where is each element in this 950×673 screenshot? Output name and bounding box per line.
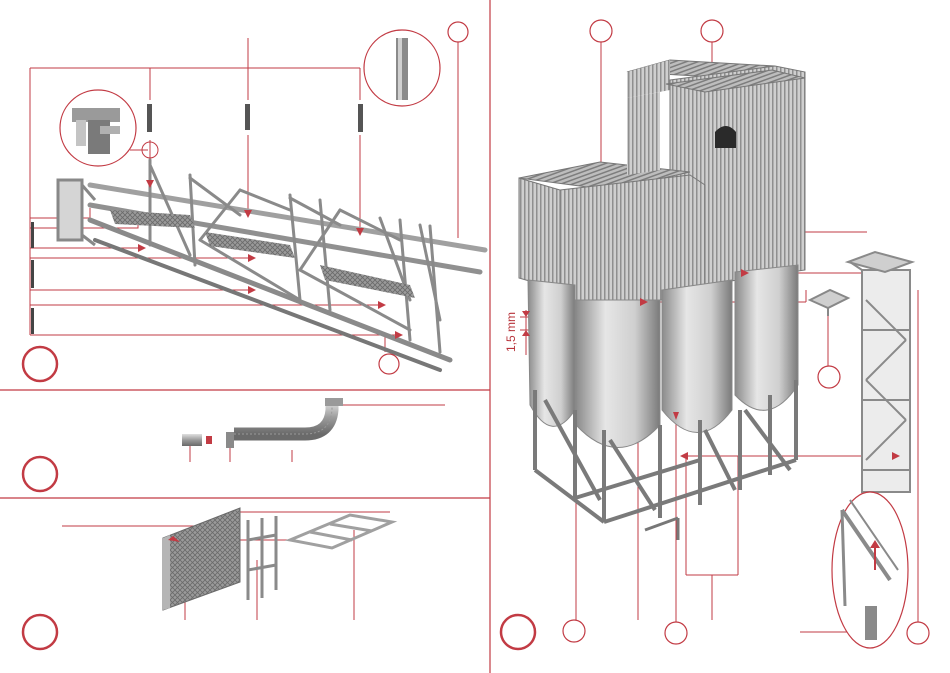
gantry-truss-panel bbox=[23, 22, 485, 381]
step-circle-2 bbox=[23, 457, 57, 491]
part-rod-2 bbox=[245, 104, 250, 130]
truss-end-frame bbox=[58, 180, 95, 245]
part-pipe-flange bbox=[226, 432, 234, 448]
part-rod-3 bbox=[358, 104, 363, 132]
zoom-detail-pin bbox=[364, 30, 440, 106]
part-rod-left bbox=[31, 222, 34, 248]
zoom-detail-stair-foot bbox=[832, 492, 908, 648]
step-circle-1 bbox=[23, 347, 57, 381]
zoom-detail-bracket bbox=[60, 90, 158, 166]
part-chute-pipe bbox=[234, 402, 332, 434]
wall-panel-panel bbox=[23, 508, 392, 649]
callout-circle-truss-right bbox=[448, 22, 468, 42]
callout-circle-chute bbox=[665, 622, 687, 644]
part-grid-platform bbox=[290, 515, 392, 548]
truss-arrows bbox=[138, 180, 403, 339]
dimension-label: 1,5 mm bbox=[504, 312, 518, 352]
part-mesh-wall bbox=[163, 508, 240, 610]
silo-bins-upper bbox=[519, 60, 805, 300]
silo-cylinders bbox=[528, 265, 798, 448]
callout-circle-bin-right bbox=[701, 20, 723, 42]
callout-circle-platform bbox=[818, 366, 840, 388]
callout-circle-bin-left bbox=[590, 20, 612, 42]
step-circle-4 bbox=[501, 615, 535, 649]
part-rod-left-3 bbox=[31, 308, 34, 334]
part-ladder-frame bbox=[248, 516, 276, 600]
truss-structure bbox=[90, 160, 485, 370]
part-rod-left-2 bbox=[31, 260, 34, 288]
callout-circle-silo-leg bbox=[563, 620, 585, 642]
chute-pipe-panel bbox=[23, 398, 445, 491]
callout-circle-truss-bottom bbox=[379, 354, 399, 374]
part-rod-1 bbox=[147, 104, 152, 132]
callout-circle-stair bbox=[907, 622, 929, 644]
silo-tower-panel bbox=[501, 20, 929, 649]
step-circle-3 bbox=[23, 615, 57, 649]
part-pipe-cap bbox=[182, 434, 202, 446]
small-platform bbox=[810, 290, 848, 316]
